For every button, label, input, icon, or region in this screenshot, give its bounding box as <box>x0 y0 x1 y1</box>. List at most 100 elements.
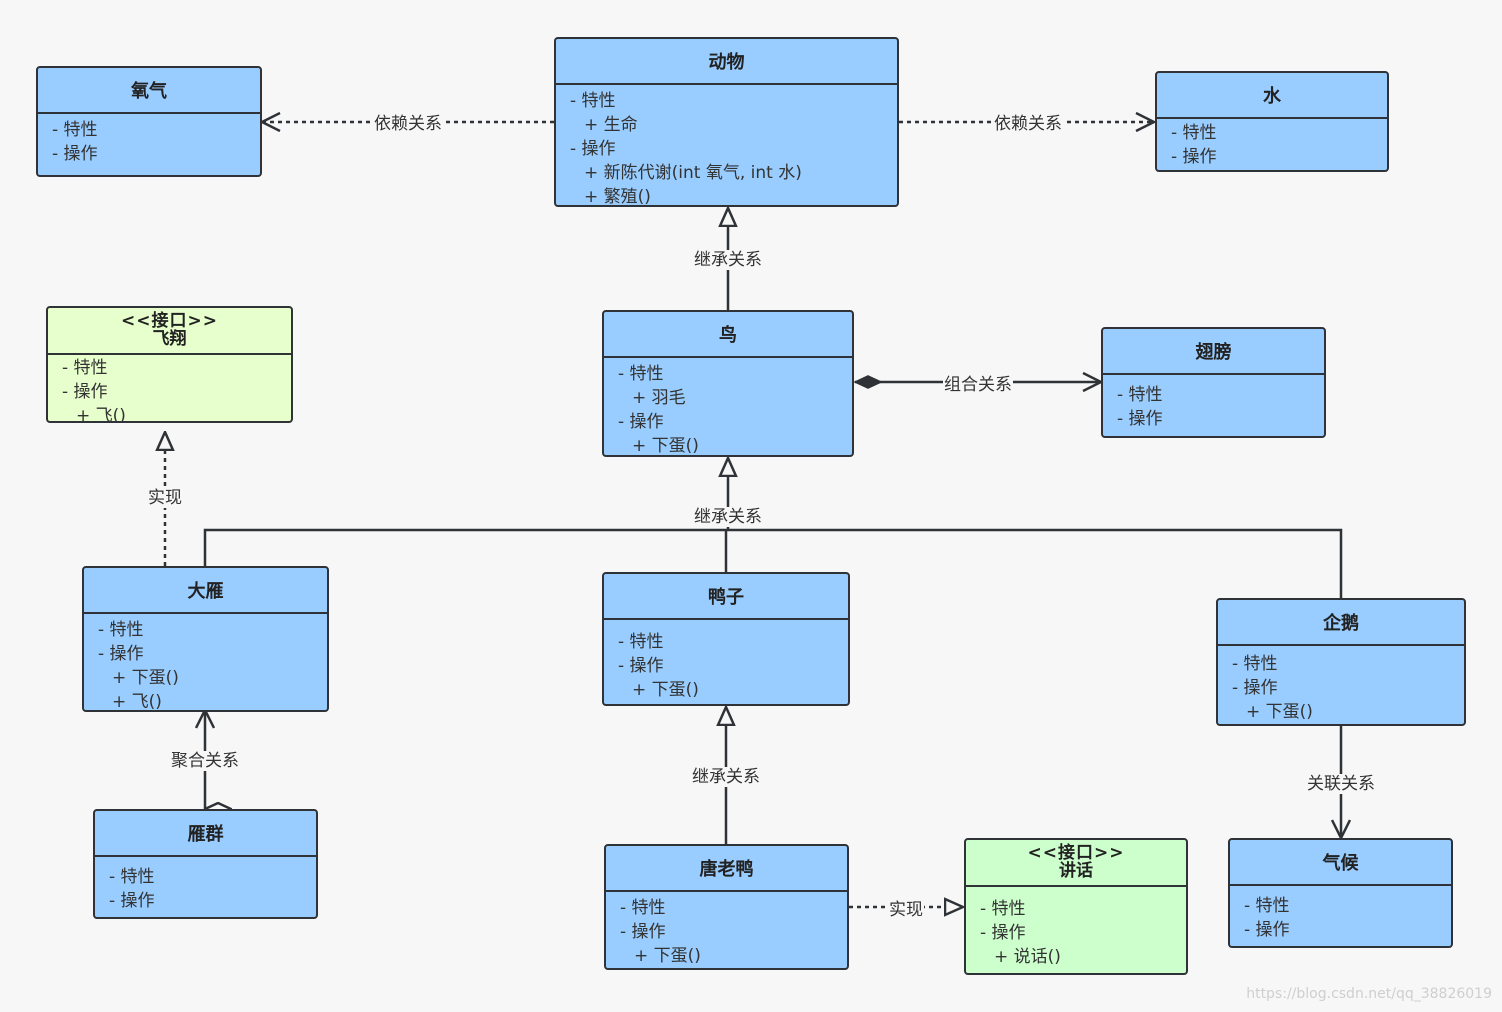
member: - 操作 <box>1232 678 1278 698</box>
member: - 操作 <box>109 891 155 911</box>
class-name: 雁群 <box>187 824 224 845</box>
member: - 操作 <box>980 923 1026 943</box>
inheritance-branch-goose <box>203 528 1343 598</box>
label-inheritance-bird: 继承关系 <box>693 250 763 270</box>
class-header: 大雁 <box>84 568 327 614</box>
member: - 特性 <box>1171 123 1217 143</box>
label-inheritance-donald: 继承关系 <box>691 767 761 787</box>
member: - 操作 <box>570 139 616 159</box>
class-members: - 特性 + 羽毛 - 操作 + 下蛋() <box>604 358 852 456</box>
class-name: 鸟 <box>719 325 737 346</box>
class-members: - 特性 - 操作 <box>95 857 316 913</box>
label-association: 关联关系 <box>1306 774 1376 794</box>
member: + 飞() <box>112 692 162 712</box>
class-bird[interactable]: 鸟 - 特性 + 羽毛 - 操作 + 下蛋() <box>602 310 854 457</box>
class-donald-duck[interactable]: 唐老鸭 - 特性 - 操作 + 下蛋() <box>604 844 849 970</box>
member: + 下蛋() <box>632 436 699 456</box>
class-name: 氧气 <box>131 81 167 102</box>
label-composition: 组合关系 <box>943 375 1013 395</box>
class-header: 翅膀 <box>1103 329 1324 375</box>
member: - 操作 <box>1171 147 1217 167</box>
member: + 下蛋() <box>1246 702 1313 722</box>
interface-header: <<接口>> 飞翔 <box>48 308 291 355</box>
label-dependency-water: 依赖关系 <box>993 114 1063 134</box>
member: - 特性 <box>570 91 616 111</box>
interface-header: <<接口>> 讲话 <box>966 840 1186 887</box>
class-members: - 特性 - 操作 <box>1103 375 1324 431</box>
class-members: - 特性 - 操作 <box>1230 886 1451 942</box>
member: - 操作 <box>618 656 664 676</box>
member: + 下蛋() <box>112 668 179 688</box>
class-header: 水 <box>1157 73 1387 119</box>
interface-name: 飞翔 <box>152 328 187 349</box>
class-duck[interactable]: 鸭子 - 特性 - 操作 + 下蛋() <box>602 572 850 706</box>
class-name: 水 <box>1263 86 1281 107</box>
member: - 操作 <box>1244 920 1290 940</box>
stereotype: <<接口>> <box>121 310 218 331</box>
class-name: 鸭子 <box>708 587 744 608</box>
member: - 操作 <box>62 382 108 402</box>
interface-members: - 特性 - 操作 + 飞() <box>48 355 291 423</box>
class-members: - 特性 - 操作 <box>38 114 260 166</box>
interface-fly[interactable]: <<接口>> 飞翔 - 特性 - 操作 + 飞() <box>46 306 293 423</box>
member: - 特性 <box>98 620 144 640</box>
member: - 特性 <box>109 867 155 887</box>
member: - 特性 <box>1232 654 1278 674</box>
class-header: 氧气 <box>38 68 260 114</box>
class-name: 唐老鸭 <box>699 859 754 880</box>
class-oxygen[interactable]: 氧气 - 特性 - 操作 <box>36 66 262 177</box>
label-inheritance-children: 继承关系 <box>693 507 763 527</box>
member: - 操作 <box>620 922 666 942</box>
member: - 操作 <box>618 412 664 432</box>
class-header: 雁群 <box>95 811 316 857</box>
member: + 生命 <box>584 115 638 135</box>
class-name: 气候 <box>1322 853 1359 874</box>
member: - 操作 <box>1117 409 1163 429</box>
label-aggregation: 聚合关系 <box>170 751 240 771</box>
class-members: - 特性 + 生命 - 操作 + 新陈代谢(int 氧气, int 水) + 繁… <box>556 85 897 207</box>
class-header: 气候 <box>1230 840 1451 886</box>
member: - 特性 <box>618 364 664 384</box>
member: + 新陈代谢(int 氧气, int 水) <box>584 163 802 183</box>
class-members: - 特性 - 操作 <box>1157 119 1387 169</box>
class-goose-flock[interactable]: 雁群 - 特性 - 操作 <box>93 809 318 919</box>
interface-speak[interactable]: <<接口>> 讲话 - 特性 - 操作 + 说话() <box>964 838 1188 975</box>
class-header: 动物 <box>556 39 897 85</box>
class-members: - 特性 - 操作 + 下蛋() <box>604 620 848 702</box>
member: - 特性 <box>618 632 664 652</box>
class-name: 动物 <box>708 52 745 73</box>
label-dependency-oxygen: 依赖关系 <box>373 114 443 134</box>
member: - 操作 <box>98 644 144 664</box>
class-name: 大雁 <box>187 581 224 602</box>
class-name: 翅膀 <box>1195 342 1232 363</box>
member: + 繁殖() <box>584 187 651 207</box>
class-goose[interactable]: 大雁 - 特性 - 操作 + 下蛋() + 飞() <box>82 566 329 712</box>
member: - 特性 <box>620 898 666 918</box>
class-name: 企鹅 <box>1323 613 1359 634</box>
member: + 下蛋() <box>632 680 699 700</box>
member: + 羽毛 <box>632 388 686 408</box>
member: + 下蛋() <box>634 946 701 966</box>
class-wing[interactable]: 翅膀 - 特性 - 操作 <box>1101 327 1326 438</box>
member: - 特性 <box>1117 385 1163 405</box>
stereotype: <<接口>> <box>1027 842 1125 863</box>
member: + 说话() <box>994 947 1061 967</box>
class-animal[interactable]: 动物 - 特性 + 生命 - 操作 + 新陈代谢(int 氧气, int 水) … <box>554 37 899 207</box>
class-header: 企鹅 <box>1218 600 1464 646</box>
label-realization-speak: 实现 <box>888 900 924 920</box>
interface-name: 讲话 <box>1059 860 1093 881</box>
member: - 特性 <box>980 899 1026 919</box>
class-climate[interactable]: 气候 - 特性 - 操作 <box>1228 838 1453 948</box>
watermark: https://blog.csdn.net/qq_38826019 <box>1246 986 1492 1002</box>
member: - 特性 <box>62 358 108 378</box>
class-header: 鸟 <box>604 312 852 358</box>
class-members: - 特性 - 操作 + 下蛋() <box>606 892 847 968</box>
class-water[interactable]: 水 - 特性 - 操作 <box>1155 71 1389 172</box>
class-penguin[interactable]: 企鹅 - 特性 - 操作 + 下蛋() <box>1216 598 1466 726</box>
member: - 特性 <box>1244 896 1290 916</box>
class-members: - 特性 - 操作 + 下蛋() + 飞() <box>84 614 327 712</box>
class-members: - 特性 - 操作 + 下蛋() <box>1218 646 1464 724</box>
member: + 飞() <box>76 406 126 423</box>
member: - 特性 <box>52 120 98 140</box>
